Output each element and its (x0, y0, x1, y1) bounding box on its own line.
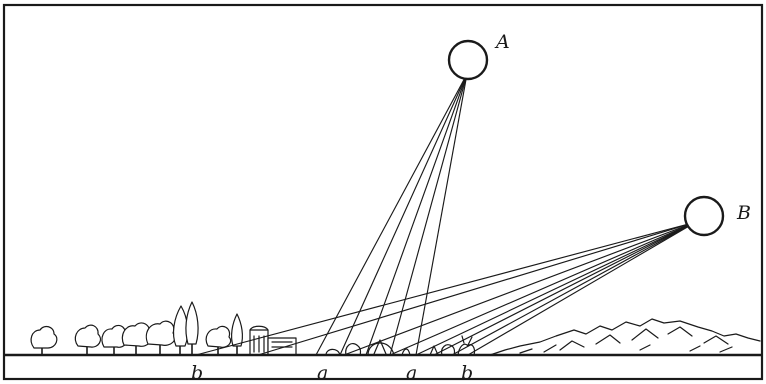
sun-a-label: A (494, 31, 510, 53)
ground-mark-b-left: b (191, 362, 203, 384)
sun-b-label: B (736, 202, 751, 224)
diagram-frame (4, 5, 762, 379)
ground-mark-a-left: a (317, 362, 328, 384)
sun-a-circle (449, 41, 487, 79)
ground-mark-a-right: a (406, 362, 417, 384)
sun-b-circle (685, 197, 723, 235)
ground-mark-b-right: b (461, 362, 473, 384)
